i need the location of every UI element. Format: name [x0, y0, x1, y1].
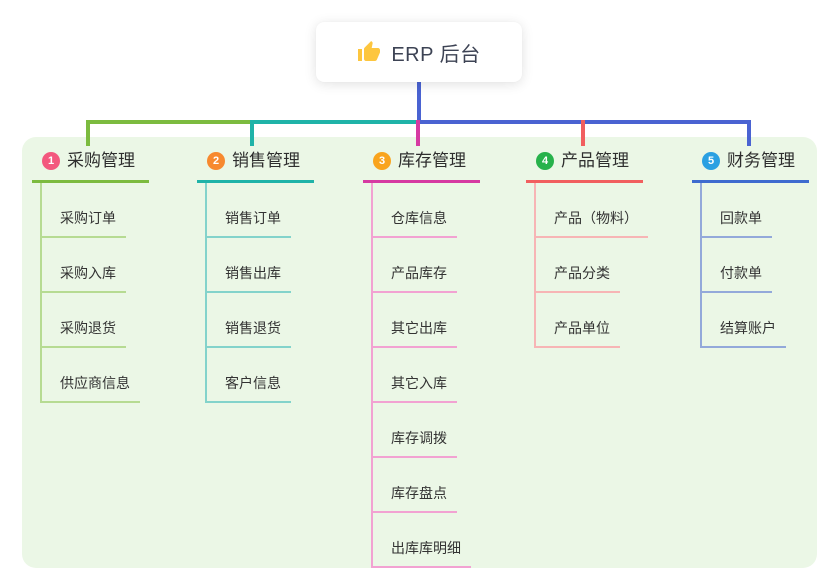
connector-drop-branch2 — [250, 120, 254, 146]
branch-label-text: 产品管理 — [561, 151, 629, 170]
child-node[interactable]: 采购退货 — [42, 293, 126, 348]
branch-label-text: 库存管理 — [398, 151, 466, 170]
child-node-text: 回款单 — [720, 210, 762, 226]
branch-purchase: 1 采购管理 采购订单 采购入库 采购退货 供应商信息 — [32, 146, 192, 403]
child-node[interactable]: 产品库存 — [373, 238, 457, 293]
branch-number-badge: 5 — [702, 152, 720, 170]
connector-drop-branch1 — [86, 120, 90, 146]
branch-label-text: 采购管理 — [67, 151, 135, 170]
thumbs-up-icon — [357, 40, 381, 64]
child-node-text: 仓库信息 — [391, 210, 447, 226]
branch-inventory: 3 库存管理 仓库信息 产品库存 其它出库 其它入库 库存调拨 库存盘点 出库库… — [363, 146, 523, 568]
child-node-text: 出库库明细 — [391, 540, 461, 556]
child-node-text: 采购订单 — [60, 210, 116, 226]
child-node[interactable]: 采购入库 — [42, 238, 126, 293]
child-node[interactable]: 库存调拨 — [373, 403, 457, 458]
branches-background-panel — [22, 137, 817, 568]
child-node[interactable]: 其它入库 — [373, 348, 457, 403]
child-node[interactable]: 其它出库 — [373, 293, 457, 348]
child-node[interactable]: 销售出库 — [207, 238, 291, 293]
connector-drop-branch5 — [747, 120, 751, 146]
branch-number-badge: 3 — [373, 152, 391, 170]
connector-root-drop — [417, 82, 421, 124]
child-node-text: 采购退货 — [60, 320, 116, 336]
child-node[interactable]: 产品分类 — [536, 238, 620, 293]
branch-label-text: 销售管理 — [232, 151, 300, 170]
child-node[interactable]: 产品单位 — [536, 293, 620, 348]
branch-inventory-children: 仓库信息 产品库存 其它出库 其它入库 库存调拨 库存盘点 出库库明细 — [371, 183, 471, 568]
branch-sales: 2 销售管理 销售订单 销售出库 销售退货 客户信息 — [197, 146, 357, 403]
branch-finance: 5 财务管理 回款单 付款单 结算账户 — [692, 146, 839, 348]
child-node-text: 产品单位 — [554, 320, 610, 336]
branch-product: 4 产品管理 产品（物料） 产品分类 产品单位 — [526, 146, 686, 348]
branch-sales-children: 销售订单 销售出库 销售退货 客户信息 — [205, 183, 291, 403]
branch-purchase-children: 采购订单 采购入库 采购退货 供应商信息 — [40, 183, 140, 403]
branch-finance-children: 回款单 付款单 结算账户 — [700, 183, 786, 348]
child-node-text: 客户信息 — [225, 375, 281, 391]
child-node-text: 产品（物料） — [554, 210, 638, 226]
child-node[interactable]: 供应商信息 — [42, 348, 140, 403]
connector-bus-left — [86, 120, 252, 124]
child-node-text: 采购入库 — [60, 265, 116, 281]
child-node-text: 其它出库 — [391, 320, 447, 336]
branch-product-children: 产品（物料） 产品分类 产品单位 — [534, 183, 648, 348]
child-node[interactable]: 销售退货 — [207, 293, 291, 348]
child-node[interactable]: 采购订单 — [42, 183, 126, 238]
child-node-text: 库存盘点 — [391, 485, 447, 501]
child-node[interactable]: 库存盘点 — [373, 458, 457, 513]
connector-drop-branch3 — [416, 120, 420, 146]
child-node-text: 其它入库 — [391, 375, 447, 391]
child-node-text: 结算账户 — [720, 320, 776, 336]
child-node-text: 销售订单 — [225, 210, 281, 226]
child-node[interactable]: 销售订单 — [207, 183, 291, 238]
child-node[interactable]: 付款单 — [702, 238, 772, 293]
child-node[interactable]: 客户信息 — [207, 348, 291, 403]
branch-product-label[interactable]: 4 产品管理 — [526, 146, 643, 183]
child-node-text: 产品库存 — [391, 265, 447, 281]
child-node[interactable]: 回款单 — [702, 183, 772, 238]
root-node-title: ERP 后台 — [391, 43, 481, 66]
child-node[interactable]: 出库库明细 — [373, 513, 471, 568]
connector-bus-middle — [250, 120, 418, 124]
branch-number-badge: 2 — [207, 152, 225, 170]
child-node-text: 付款单 — [720, 265, 762, 281]
child-node-text: 销售出库 — [225, 265, 281, 281]
branch-number-badge: 4 — [536, 152, 554, 170]
child-node-text: 供应商信息 — [60, 375, 130, 391]
child-node-text: 产品分类 — [554, 265, 610, 281]
branch-inventory-label[interactable]: 3 库存管理 — [363, 146, 480, 183]
connector-drop-branch4 — [581, 120, 585, 146]
branch-sales-label[interactable]: 2 销售管理 — [197, 146, 314, 183]
child-node[interactable]: 结算账户 — [702, 293, 786, 348]
child-node-text: 销售退货 — [225, 320, 281, 336]
branch-purchase-label[interactable]: 1 采购管理 — [32, 146, 149, 183]
child-node-text: 库存调拨 — [391, 430, 447, 446]
root-node-erp[interactable]: ERP 后台 — [316, 22, 522, 82]
child-node[interactable]: 产品（物料） — [536, 183, 648, 238]
branch-number-badge: 1 — [42, 152, 60, 170]
branch-finance-label[interactable]: 5 财务管理 — [692, 146, 809, 183]
branch-label-text: 财务管理 — [727, 151, 795, 170]
child-node[interactable]: 仓库信息 — [373, 183, 457, 238]
